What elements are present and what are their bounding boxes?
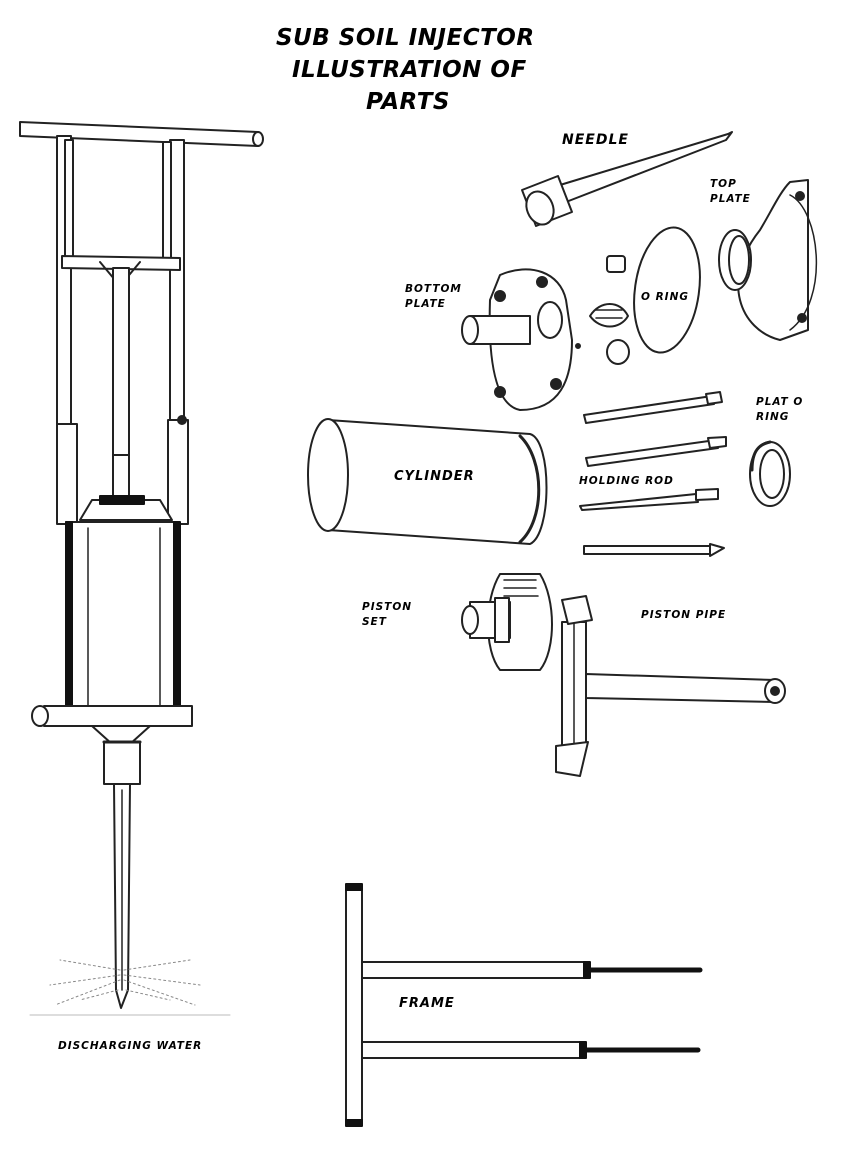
piston-set-label-2: SET	[362, 616, 387, 628]
cylinder-label: CYLINDER	[394, 469, 475, 484]
top-plate-label-1: TOP	[710, 178, 737, 190]
frame-part	[345, 883, 703, 1127]
assembled-injector	[19, 121, 264, 1016]
needle-label: NEEDLE	[562, 132, 629, 148]
page-title: SUB SOIL INJECTOR ILLUSTRATION OF PARTS	[230, 22, 590, 118]
cylinder-part	[307, 418, 548, 545]
piston-set-label-1: PISTON	[362, 601, 413, 613]
piston-set-part	[461, 573, 553, 671]
discharging-water-label: DISCHARGING WATER	[58, 1040, 203, 1052]
bottom-plate-label-2: PLATE	[405, 298, 446, 310]
frame-label: FRAME	[399, 996, 455, 1011]
holding-rod-label: HOLDING ROD	[579, 475, 674, 487]
o-ring-label: O RING	[641, 291, 689, 303]
piston-pipe-part	[555, 595, 786, 777]
o-ring-part	[575, 226, 701, 365]
plat-o-ring-label-1: PLAT O	[756, 396, 804, 408]
title-line-3: PARTS	[366, 89, 450, 115]
holding-rod-parts	[579, 391, 727, 557]
bottom-plate-part	[461, 268, 573, 411]
plat-o-ring-part	[749, 440, 791, 507]
piston-pipe-label: PISTON PIPE	[641, 609, 727, 621]
needle-part	[521, 131, 733, 227]
plat-o-ring-label-2: RING	[756, 411, 790, 423]
top-plate-label-2: PLATE	[710, 193, 751, 205]
top-plate-part	[718, 179, 817, 341]
title-line-1: SUB SOIL INJECTOR	[276, 25, 535, 51]
bottom-plate-label-1: BOTTOM	[405, 283, 462, 295]
title-line-2: ILLUSTRATION OF	[292, 57, 527, 83]
